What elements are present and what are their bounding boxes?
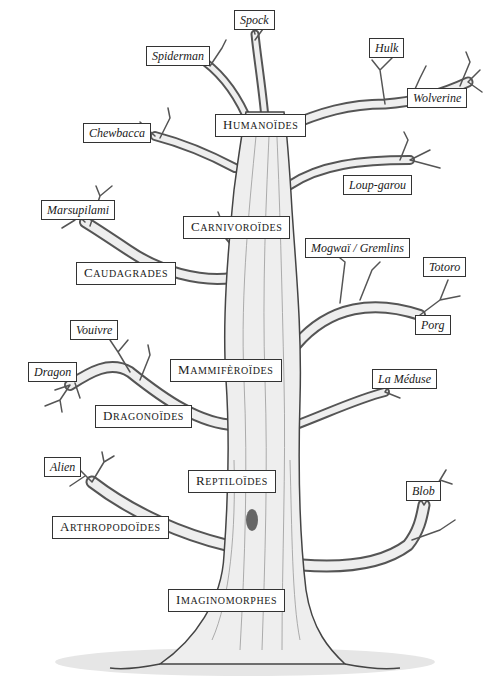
- category-box: MAMMIFÈROÏDES: [170, 359, 282, 382]
- category-box: DRAGONOÏDES: [95, 405, 192, 428]
- category-name: DRAGONOÏDES: [103, 409, 184, 424]
- species-label: Loup-garou: [343, 175, 412, 195]
- category-box: REPTILOÏDES: [188, 470, 276, 493]
- species-label: Wolverine: [407, 88, 467, 108]
- category-box: ARTHROPODOÏDES: [52, 516, 169, 539]
- species-name: Alien: [50, 460, 75, 474]
- species-label: Mogwaï / Gremlins: [305, 238, 410, 258]
- species-label: Hulk: [369, 38, 404, 58]
- species-name: Spock: [240, 13, 269, 27]
- species-label: Spock: [234, 10, 275, 30]
- species-name: Loup-garou: [349, 178, 406, 192]
- category-box: CARNIVOROÏDES: [183, 216, 290, 239]
- species-label: Blob: [406, 481, 441, 501]
- species-label: Porg: [415, 315, 451, 335]
- species-name: Totoro: [429, 260, 460, 274]
- species-name: Hulk: [375, 41, 398, 55]
- category-box: CAUDAGRADES: [76, 262, 176, 285]
- species-name: Dragon: [34, 365, 71, 379]
- species-label: Totoro: [423, 257, 466, 277]
- category-name: MAMMIFÈROÏDES: [178, 363, 274, 378]
- category-box: IMAGINOMORPHES: [168, 589, 285, 612]
- category-name: HUMANOÏDES: [223, 118, 298, 133]
- species-name: Mogwaï / Gremlins: [311, 241, 404, 255]
- species-name: Marsupilami: [47, 203, 109, 217]
- category-name: CARNIVOROÏDES: [191, 220, 282, 235]
- species-label: Vouivre: [70, 320, 118, 340]
- species-label: Alien: [44, 457, 81, 477]
- species-name: Blob: [412, 484, 435, 498]
- species-name: Spiderman: [152, 49, 204, 63]
- species-name: Vouivre: [76, 323, 112, 337]
- category-name: CAUDAGRADES: [84, 266, 168, 281]
- species-name: Chewbacca: [89, 126, 145, 140]
- species-label: Dragon: [28, 362, 77, 382]
- species-label: Spiderman: [146, 46, 210, 66]
- species-name: Wolverine: [413, 91, 461, 105]
- species-label: La Méduse: [372, 369, 437, 389]
- species-label: Marsupilami: [41, 200, 115, 220]
- species-name: Porg: [421, 318, 445, 332]
- species-label: Chewbacca: [83, 123, 151, 143]
- species-name: La Méduse: [378, 372, 431, 386]
- category-name: ARTHROPODOÏDES: [60, 520, 161, 535]
- tree-trunk: [110, 112, 400, 669]
- category-box: HUMANOÏDES: [215, 114, 306, 137]
- category-name: IMAGINOMORPHES: [176, 593, 277, 608]
- category-name: REPTILOÏDES: [196, 474, 268, 489]
